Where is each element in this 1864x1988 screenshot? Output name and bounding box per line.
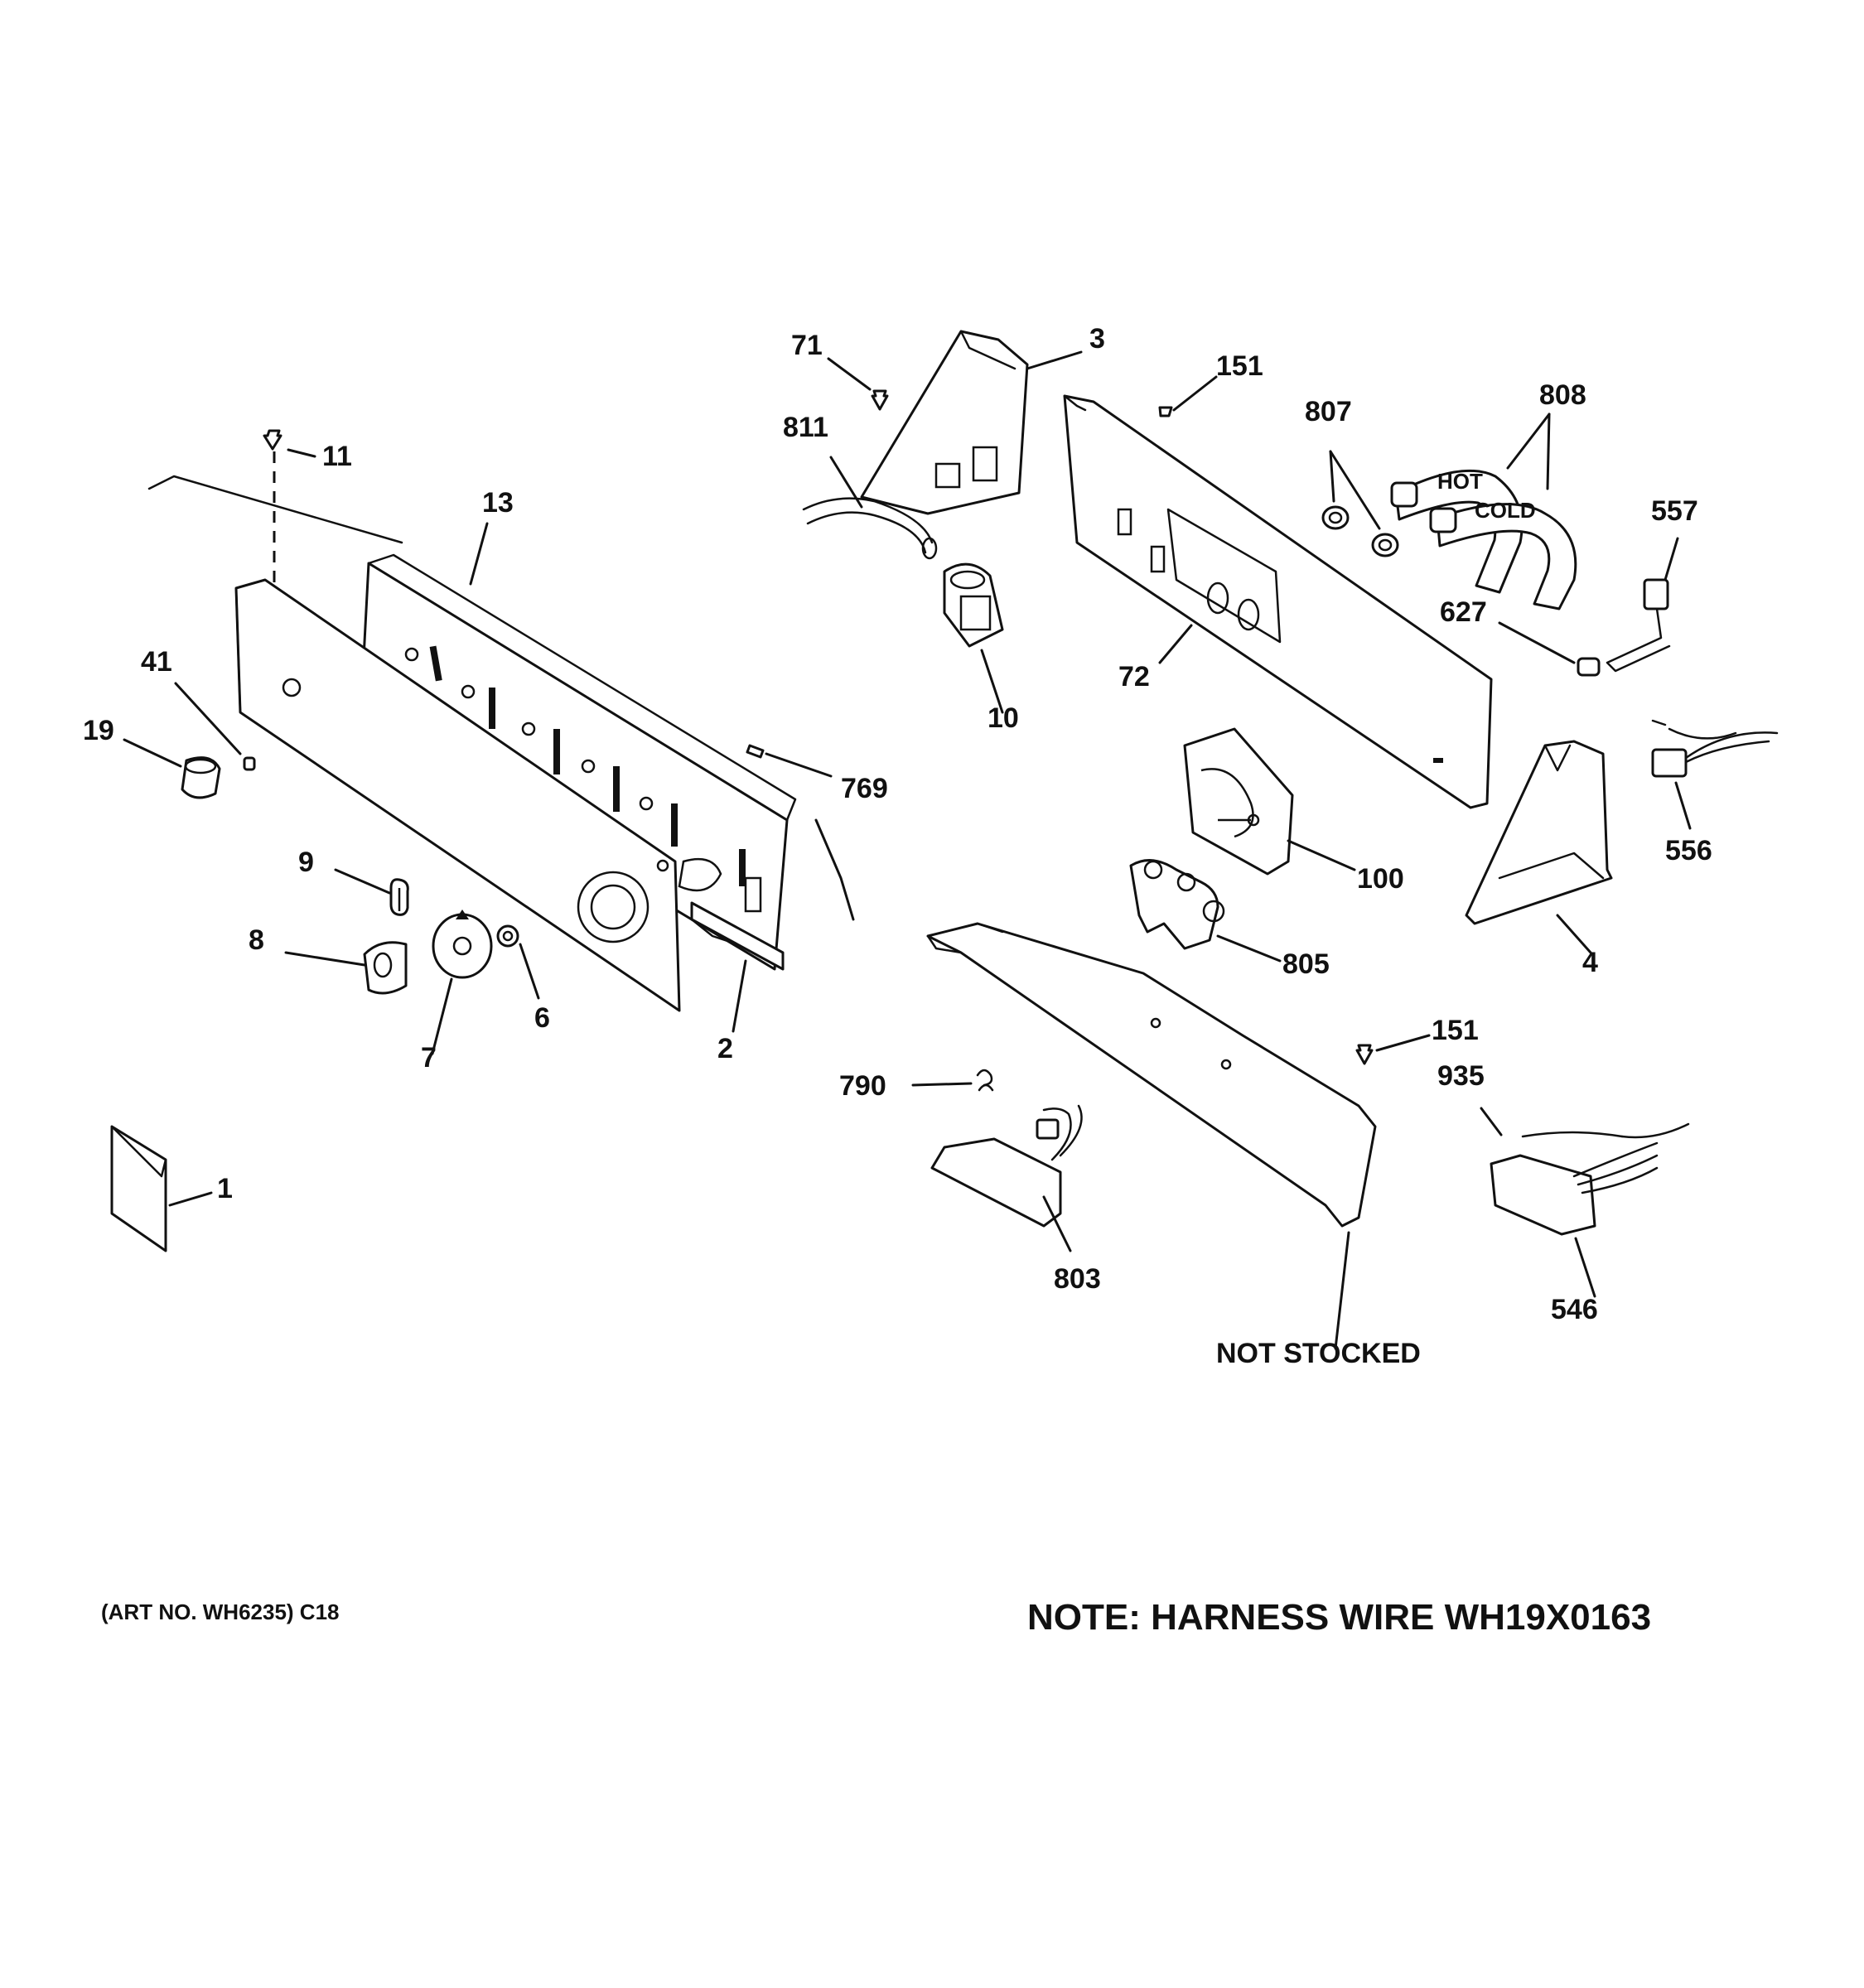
knob-19 [181, 756, 221, 799]
callout-557: 557 [1651, 495, 1698, 527]
screw-71 [871, 389, 889, 411]
nut-6 [496, 924, 519, 948]
callout-10: 10 [988, 702, 1019, 734]
callout-4: 4 [1582, 947, 1598, 978]
callout-769: 769 [841, 773, 888, 804]
clip-41 [243, 756, 256, 771]
callout-627: 627 [1440, 596, 1487, 628]
literature-envelope-1 [110, 1125, 167, 1252]
callout-151-lower: 151 [1432, 1015, 1479, 1046]
callout-6: 6 [534, 1002, 550, 1034]
callout-935: 935 [1437, 1060, 1485, 1092]
screw-11 [263, 429, 282, 584]
callout-9: 9 [298, 847, 314, 878]
front-console-panel [234, 578, 681, 1012]
art-number: (ART NO. WH6235) C18 [101, 1600, 340, 1624]
callout-41: 41 [141, 646, 172, 678]
callout-3: 3 [1089, 323, 1105, 355]
callout-71: 71 [791, 330, 823, 361]
washer-807a [1321, 505, 1350, 530]
terminal-block-546 [1490, 1141, 1659, 1236]
inlet-hoses-808: HOT COLD [1390, 469, 1577, 610]
callout-1: 1 [217, 1173, 233, 1204]
hose-label-cold: COLD [1475, 498, 1536, 523]
dispenser-803 [930, 1104, 1083, 1228]
callout-not-stocked: NOT STOCKED [1216, 1338, 1421, 1369]
console-panel-13 [359, 553, 797, 971]
pressure-switch-10 [943, 562, 1004, 648]
callout-8: 8 [249, 924, 264, 956]
timer-100 [1183, 727, 1294, 876]
screw-151-lower [1355, 1044, 1374, 1065]
knob-8 [363, 941, 408, 995]
hose-label-hot: HOT [1437, 469, 1483, 494]
callout-72: 72 [1118, 661, 1150, 692]
spring-clip-9 [389, 878, 409, 916]
callout-13: 13 [482, 487, 514, 519]
callout-151-top: 151 [1216, 350, 1263, 382]
wire-935 [1521, 1122, 1690, 1139]
callout-808: 808 [1539, 379, 1586, 411]
screw-769 [746, 744, 765, 759]
callout-19: 19 [83, 715, 114, 746]
hose-811 [802, 497, 938, 560]
callout-803: 803 [1054, 1263, 1101, 1295]
backsplash-panel-72 [1063, 394, 1493, 809]
callout-807: 807 [1305, 396, 1352, 427]
callout-811: 811 [783, 412, 828, 443]
clamp-790 [976, 1069, 994, 1092]
water-valve-805 [1129, 859, 1225, 950]
endcap-4 [1465, 740, 1613, 925]
callout-790: 790 [839, 1070, 886, 1102]
callout-556: 556 [1665, 835, 1712, 866]
leader-lines [123, 350, 1692, 1350]
console-back-top-line [147, 475, 403, 544]
endcap-3 [860, 330, 1029, 515]
base-bracket-not-stocked [926, 922, 1377, 1228]
bracket-2 [690, 901, 785, 971]
grommet-627 [1577, 657, 1601, 677]
screw-151-top [1158, 406, 1173, 417]
callout-100: 100 [1357, 863, 1404, 895]
callout-7: 7 [421, 1042, 437, 1074]
connector-556 [1651, 719, 1779, 778]
dial-7 [432, 910, 493, 979]
callout-2: 2 [717, 1033, 733, 1064]
washer-807b [1371, 533, 1399, 557]
callout-805: 805 [1282, 948, 1330, 980]
harness-wire-note: NOTE: HARNESS WIRE WH19X0163 [1027, 1597, 1651, 1638]
callout-labels: 11 13 41 19 9 8 7 6 2 769 1 71 811 3 10 … [83, 323, 1712, 1369]
callout-11: 11 [322, 441, 352, 472]
plug-557 [1606, 578, 1671, 673]
callout-546: 546 [1551, 1294, 1598, 1325]
